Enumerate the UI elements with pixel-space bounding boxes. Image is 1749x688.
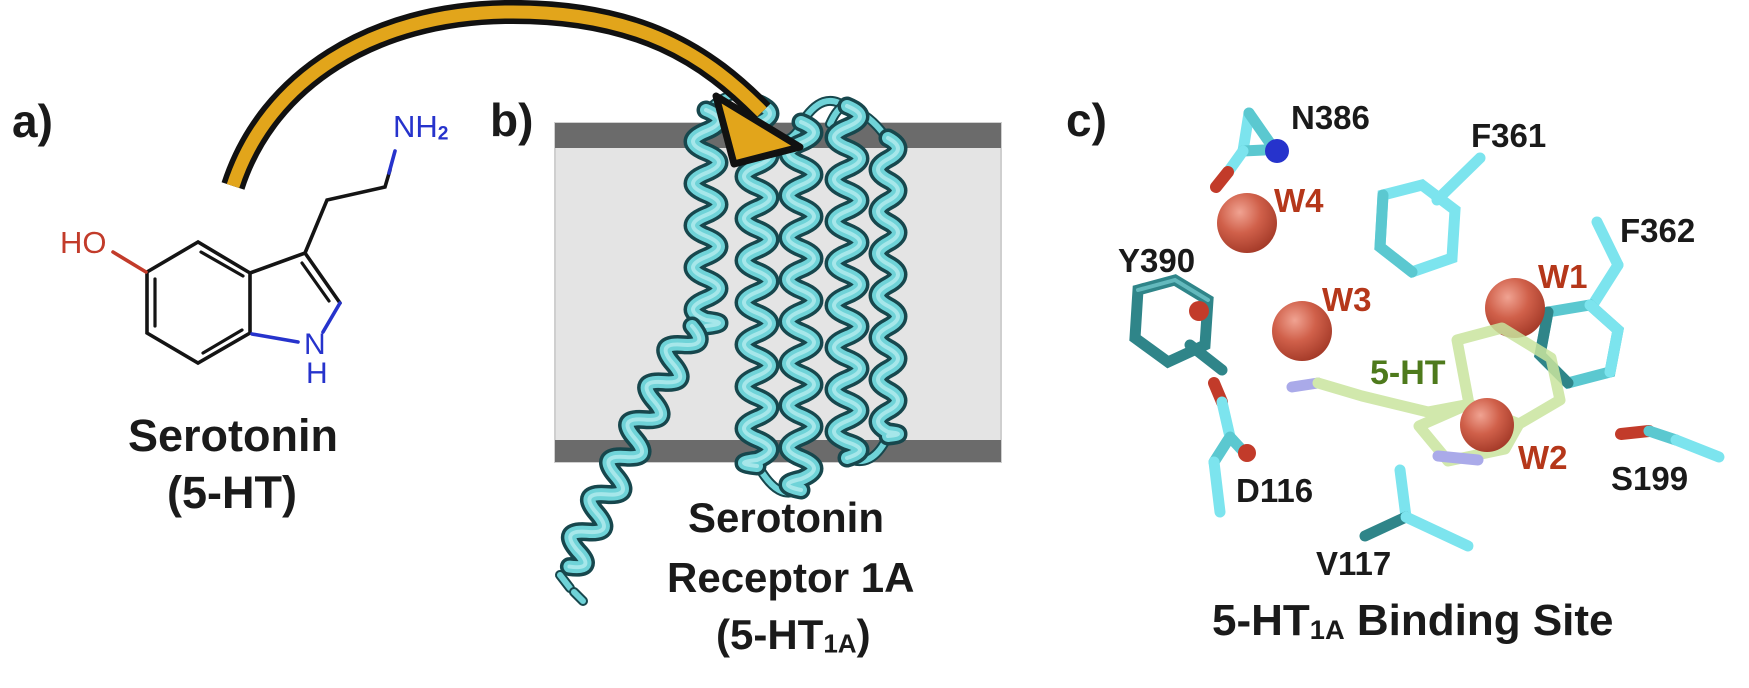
panel-c-caption: 5-HT1A Binding Site bbox=[1212, 596, 1614, 645]
d116-oxygen bbox=[1238, 444, 1256, 462]
receptor-helix bbox=[567, 324, 702, 570]
hydroxyl-label: HO bbox=[60, 225, 107, 260]
receptor-fragment bbox=[557, 572, 573, 591]
residue-label-s199: S199 bbox=[1611, 460, 1689, 497]
water-label-w1: W1 bbox=[1538, 258, 1588, 295]
residue-v117-sticks bbox=[1359, 464, 1474, 552]
water-sphere-w3 bbox=[1272, 301, 1332, 361]
panel-c-letter: c) bbox=[1066, 94, 1107, 146]
y390-oxygen bbox=[1189, 301, 1209, 321]
receptor-helix bbox=[691, 108, 721, 328]
ligand-5ht-sticks bbox=[1286, 322, 1566, 467]
water-sphere-w2 bbox=[1460, 398, 1514, 452]
receptor-helices bbox=[559, 93, 908, 577]
panel-a-letter: a) bbox=[12, 95, 53, 147]
ring-hydrogen-label: H bbox=[306, 357, 328, 390]
receptor-helix bbox=[786, 120, 816, 492]
residue-label-f362: F362 bbox=[1620, 212, 1696, 249]
receptor-helix bbox=[876, 136, 900, 438]
ethylamine-chain bbox=[303, 168, 392, 255]
serotonin-structure bbox=[111, 149, 397, 366]
amine-subscript: 2 bbox=[437, 123, 449, 145]
water-label-w4: W4 bbox=[1274, 182, 1324, 219]
residue-f361-sticks bbox=[1374, 152, 1486, 279]
hydroxyl-bond bbox=[111, 250, 148, 274]
panel-b-caption-line1: Serotonin bbox=[688, 494, 884, 541]
residue-label-y390: Y390 bbox=[1118, 242, 1196, 279]
receptor-subscript: 1A bbox=[823, 628, 857, 659]
panel-a-caption-line2: (5-HT) bbox=[167, 467, 297, 518]
amine-label: NH2 bbox=[393, 109, 449, 145]
residue-d116-sticks bbox=[1208, 377, 1256, 518]
residue-y390-sticks bbox=[1129, 274, 1228, 376]
residue-label-f361: F361 bbox=[1471, 117, 1547, 154]
receptor-terminal-fragments bbox=[555, 570, 588, 606]
panel-b-caption-line3: (5-HT1A) bbox=[716, 611, 871, 659]
panel-a-caption-line1: Serotonin bbox=[128, 410, 338, 461]
residue-s199-sticks bbox=[1615, 425, 1725, 463]
panel-b-caption-line2: Receptor 1A bbox=[667, 554, 915, 601]
n386-nitrogen bbox=[1265, 139, 1289, 163]
benzene-ring bbox=[145, 239, 252, 366]
ring-nitrogen-label: N bbox=[304, 328, 326, 361]
receptor-helix bbox=[742, 101, 772, 468]
residue-label-d116: D116 bbox=[1236, 472, 1314, 509]
panel-b-letter: b) bbox=[490, 94, 534, 146]
ligand-nh bbox=[1432, 450, 1484, 466]
binding-arrow bbox=[221, 0, 804, 190]
residue-label-n386: N386 bbox=[1291, 99, 1370, 136]
water-sphere-w4 bbox=[1217, 193, 1277, 253]
residue-n386-sticks bbox=[1210, 107, 1289, 193]
receptor-fragment bbox=[571, 589, 586, 604]
receptor-helix bbox=[832, 104, 862, 460]
arrowhead bbox=[712, 92, 804, 168]
residue-label-v117: V117 bbox=[1316, 545, 1392, 582]
water-label-w3: W3 bbox=[1322, 281, 1372, 318]
binding-site-subscript: 1A bbox=[1309, 613, 1345, 645]
ligand-label-5ht: 5-HT bbox=[1370, 354, 1446, 392]
water-label-w2: W2 bbox=[1518, 439, 1568, 476]
